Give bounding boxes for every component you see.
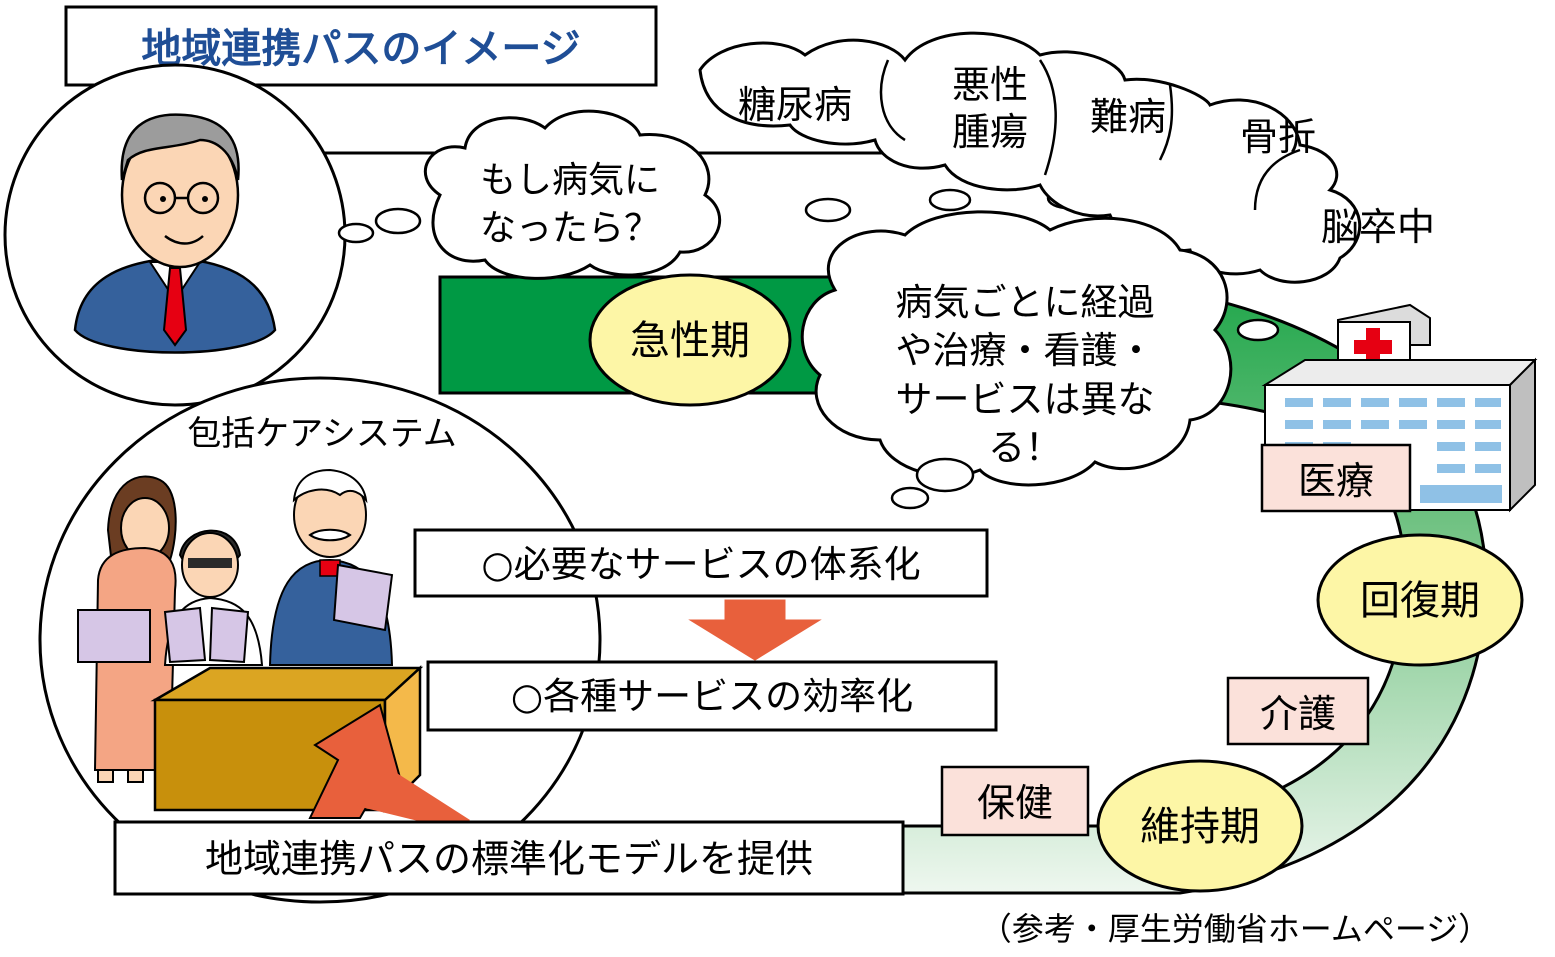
source-note: （参考・厚生労働省ホームページ） [980, 910, 1490, 948]
disease-stroke: 脳卒中 [1321, 205, 1435, 249]
provide-model-label: 地域連携パスの標準化モデルを提供 [205, 837, 813, 881]
box-efficiency-label: ○各種サービスの効率化 [511, 675, 913, 718]
box-systematize: ○必要なサービスの体系化 [413, 528, 989, 598]
patient-illustration [3, 63, 347, 407]
disease-fracture: 骨折 [1240, 115, 1316, 159]
service-tag-care: 介護 [1226, 676, 1370, 746]
box-provide-model: 地域連携パスの標準化モデルを提供 [113, 820, 905, 896]
care-staff-illustration [77, 468, 424, 814]
service-care-label: 介護 [1260, 692, 1336, 736]
phase-maintenance: 維持期 [1096, 759, 1304, 893]
worry-text-line2: なったら？ [480, 208, 660, 249]
staff-old-man [268, 468, 394, 666]
box-systematize-label: ○必要なサービスの体系化 [481, 543, 920, 586]
disease-diabetes: 糖尿病 [738, 83, 852, 127]
box-efficiency: ○各種サービスの効率化 [426, 660, 998, 732]
patient-hair [120, 113, 240, 181]
worry-text-line1: もし病気に [480, 160, 660, 201]
phase-acute: 急性期 [588, 273, 792, 407]
service-tag-health: 保健 [940, 765, 1090, 837]
care-system-label: 包括ケアシステム [187, 414, 457, 454]
page-title: 地域連携パスのイメージ [141, 26, 580, 72]
insight-thought-bubble: 病気ごとに経過 や治療・看護・ サービスは異な る！ [800, 210, 1233, 510]
down-arrow-icon [688, 599, 822, 661]
disease-cloud: 糖尿病 悪性 腫瘍 難病 骨折 脳卒中 [698, 31, 1435, 284]
service-medical-label: 医療 [1298, 459, 1374, 503]
disease-malignant-line1: 悪性 [952, 63, 1028, 107]
service-health-label: 保健 [977, 781, 1053, 825]
insight-text-line2: や治療・看護・ [896, 329, 1155, 372]
phase-acute-label: 急性期 [630, 318, 750, 364]
service-tag-medical: 医療 [1260, 443, 1412, 513]
phase-recovery: 回復期 [1316, 533, 1524, 667]
insight-text-line1: 病気ごとに経過 [896, 281, 1155, 324]
provide-arrow-icon [308, 703, 470, 830]
insight-text-line3: サービスは異な [896, 378, 1155, 421]
worry-thought-bubble: もし病気に なったら？ [337, 109, 722, 280]
disease-malignant-line2: 腫瘍 [952, 110, 1028, 154]
phase-maintenance-label: 維持期 [1140, 804, 1260, 850]
staff-woman [77, 475, 177, 783]
disease-intractable: 難病 [1090, 95, 1166, 139]
insight-text-line4: る！ [988, 426, 1062, 469]
phase-recovery-label: 回復期 [1360, 578, 1480, 624]
staff-young-man [163, 529, 264, 666]
